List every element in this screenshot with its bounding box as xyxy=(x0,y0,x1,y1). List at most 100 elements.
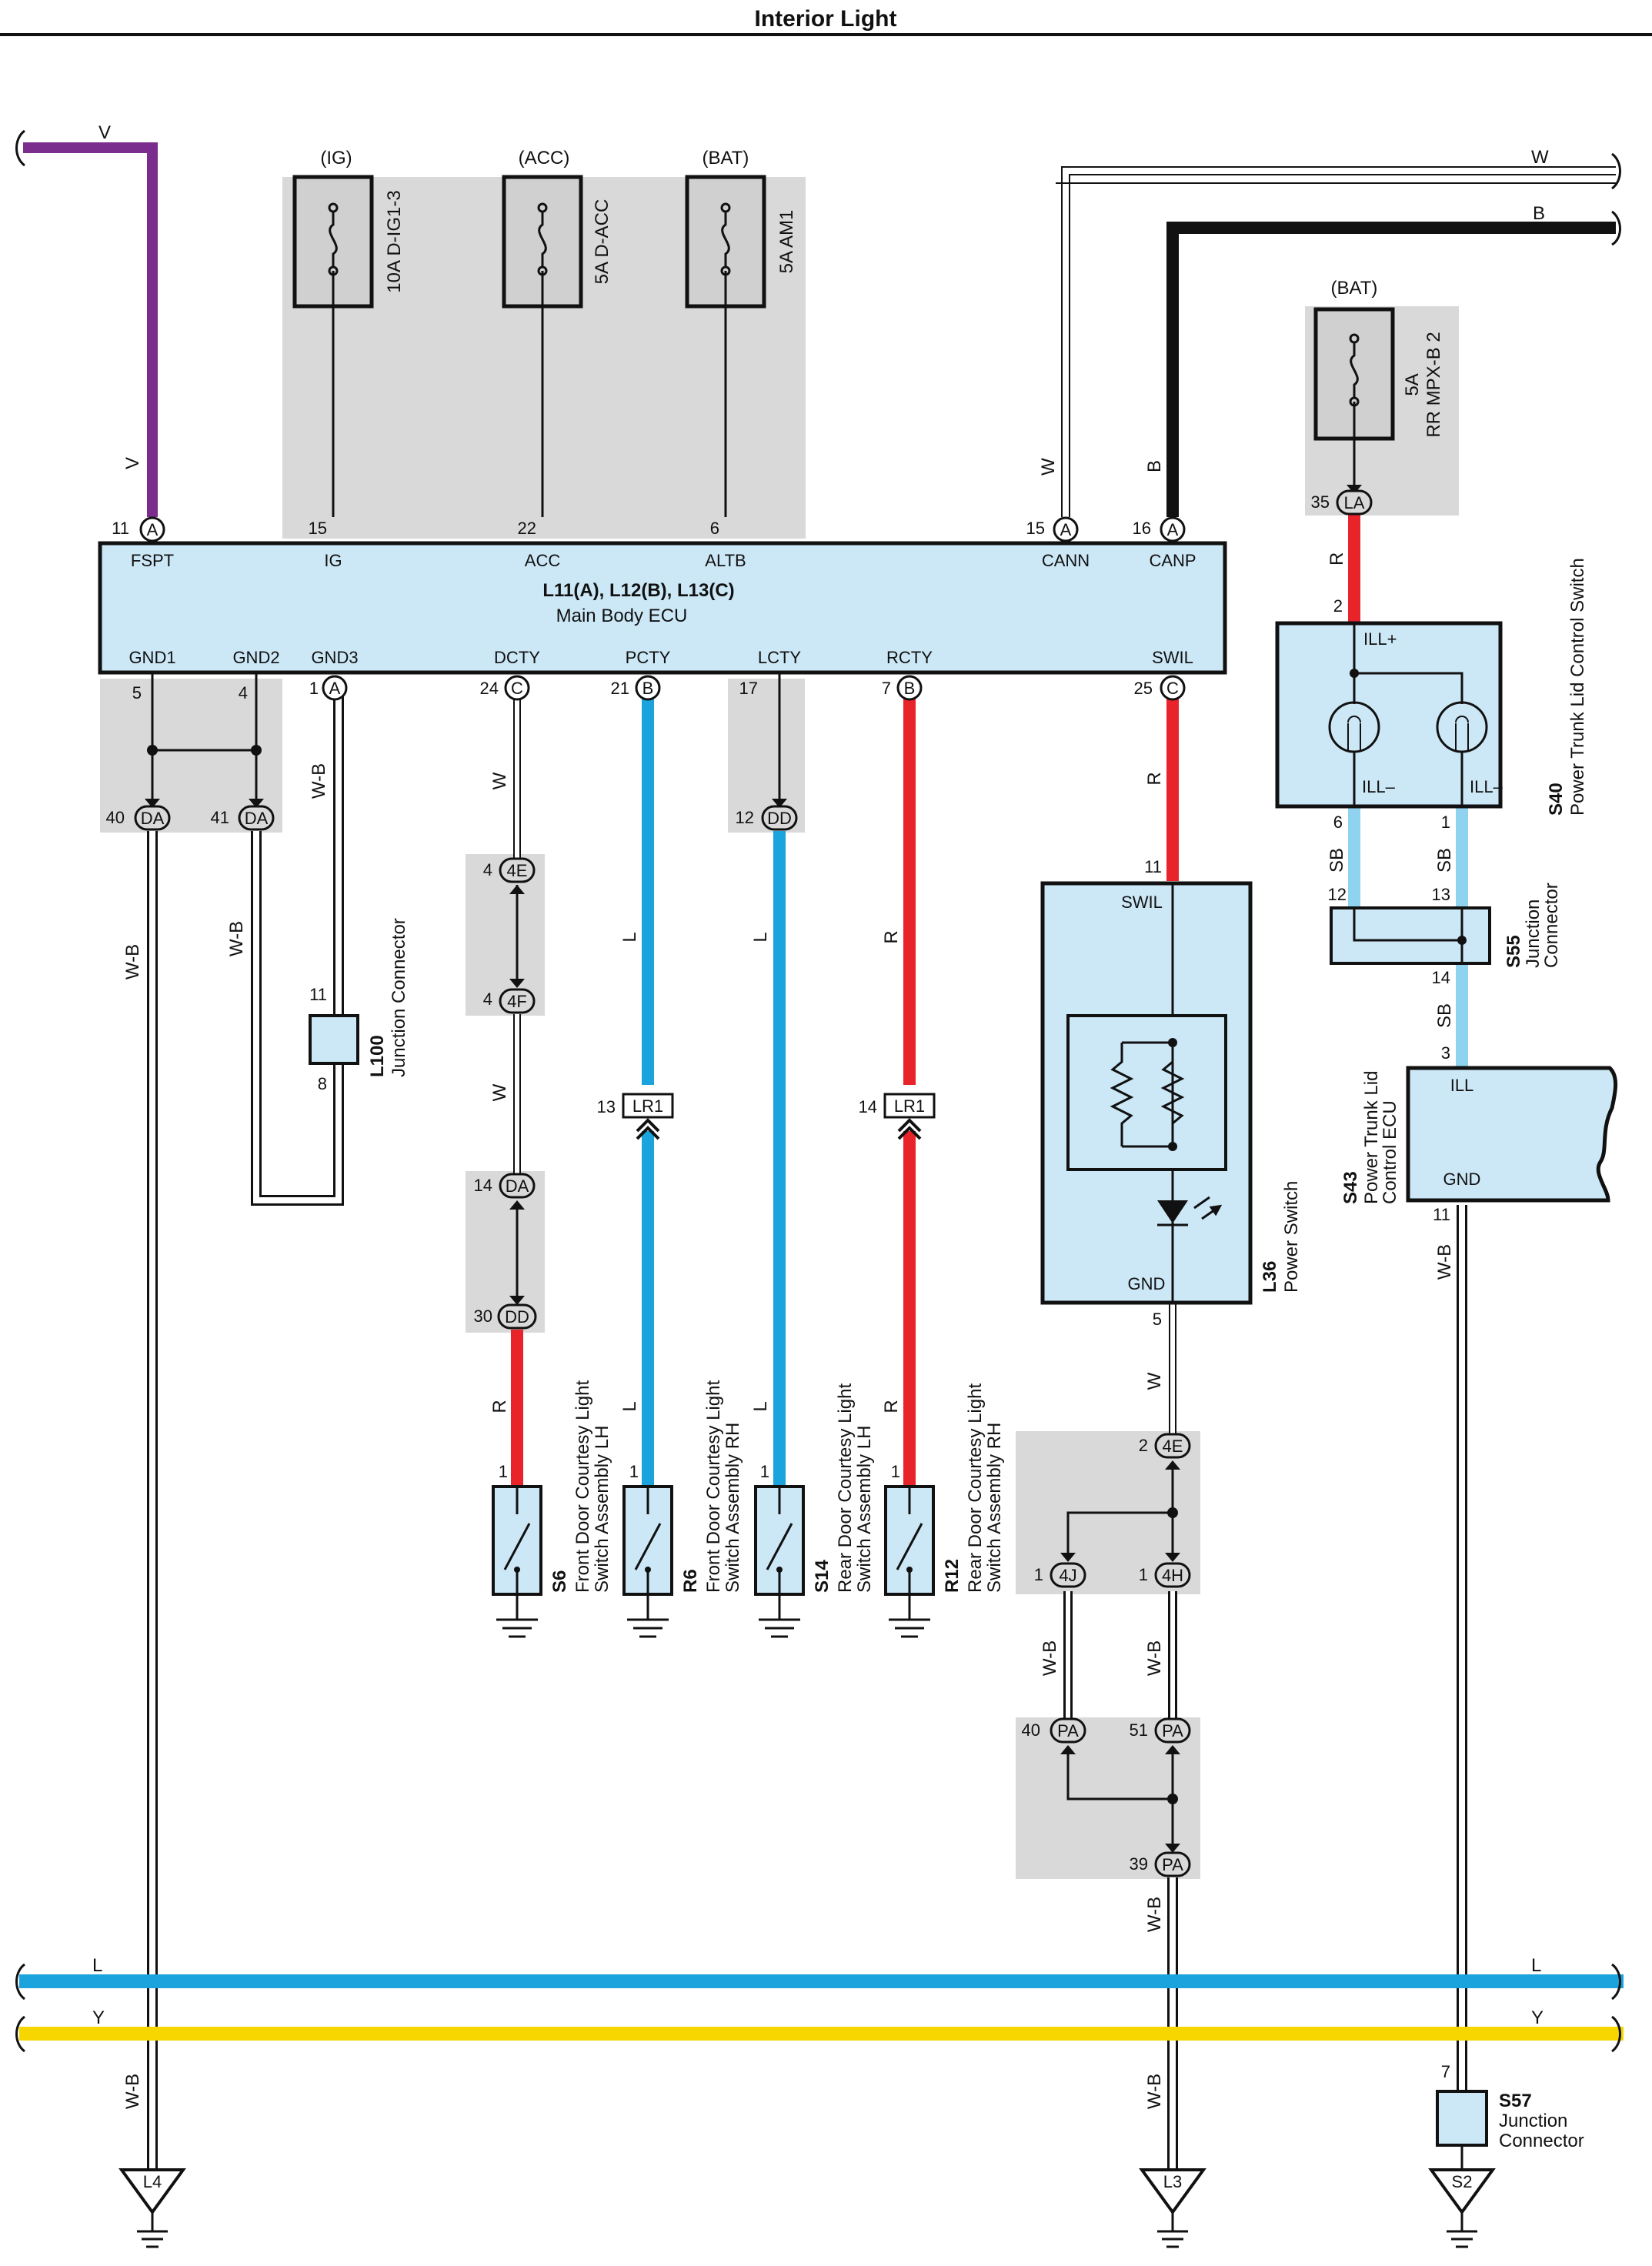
svg-text:4H: 4H xyxy=(1162,1566,1183,1585)
svg-text:R: R xyxy=(881,1400,902,1413)
svg-text:1: 1 xyxy=(499,1462,508,1481)
svg-text:Junction Connector: Junction Connector xyxy=(389,918,409,1077)
connector-4e-2: 2 4E xyxy=(1139,1433,1191,1470)
svg-text:GND2: GND2 xyxy=(232,648,279,667)
svg-text:Y: Y xyxy=(92,2007,105,2028)
svg-text:39: 39 xyxy=(1130,1854,1148,1874)
svg-text:W: W xyxy=(1531,147,1549,168)
svg-text:ACC: ACC xyxy=(525,551,561,570)
svg-text:2: 2 xyxy=(1333,596,1343,616)
svg-text:B: B xyxy=(642,679,654,698)
svg-text:R6: R6 xyxy=(680,1569,701,1593)
l100-junction-connector: 11 8 L100 Junction Connector xyxy=(309,918,409,1093)
connector-dd30: 30 DD xyxy=(474,1296,537,1330)
s57-junction-connector: 7 S57 Junction Connector xyxy=(1436,2062,1584,2151)
connector-lr1-14: 14 LR1 xyxy=(859,1093,936,1140)
svg-text:16: 16 xyxy=(1133,519,1151,538)
svg-text:C: C xyxy=(511,679,523,698)
svg-text:51: 51 xyxy=(1130,1720,1148,1740)
s40-power-trunk-lid-control-switch: 2 ILL+ ILL– ILL– 6 1 S40 Power Trunk Lid… xyxy=(1275,558,1588,832)
svg-text:SWIL: SWIL xyxy=(1152,648,1193,667)
svg-text:Power Switch: Power Switch xyxy=(1281,1181,1302,1293)
connector-4h-1: 1 4H xyxy=(1139,1553,1191,1588)
svg-text:1: 1 xyxy=(1139,1565,1148,1584)
svg-text:Main Body ECU: Main Body ECU xyxy=(556,606,688,626)
connector-4j-1: 1 4J xyxy=(1034,1553,1086,1588)
svg-text:Switch Assembly RH: Switch Assembly RH xyxy=(723,1423,743,1593)
wires xyxy=(19,142,1624,2170)
svg-text:11: 11 xyxy=(112,519,129,538)
svg-text:SB: SB xyxy=(1327,848,1347,873)
svg-text:6: 6 xyxy=(710,519,719,538)
connector-da41: 41 DA xyxy=(211,799,275,831)
svg-text:R: R xyxy=(881,930,902,943)
svg-text:PA: PA xyxy=(1162,1721,1183,1740)
svg-text:S43: S43 xyxy=(1340,1171,1361,1204)
svg-text:1: 1 xyxy=(760,1462,769,1481)
svg-text:V: V xyxy=(98,122,111,143)
fuse-acc: (ACC) 5A D-ACC xyxy=(502,148,612,309)
svg-text:B: B xyxy=(1144,460,1165,472)
svg-text:1: 1 xyxy=(309,679,319,698)
svg-text:C: C xyxy=(1166,679,1179,698)
ground-s2: S2 xyxy=(1428,2168,1496,2248)
svg-text:1: 1 xyxy=(891,1462,900,1481)
s43-power-trunk-lid-control-ecu: 3 ILL GND 11 S43 Power Trunk Lid Control… xyxy=(1340,1043,1617,1224)
svg-text:CANN: CANN xyxy=(1042,551,1090,570)
svg-text:L4: L4 xyxy=(143,2172,162,2191)
svg-text:15: 15 xyxy=(1026,519,1045,538)
svg-text:22: 22 xyxy=(518,519,536,538)
svg-text:L3: L3 xyxy=(1163,2172,1182,2191)
svg-text:(ACC): (ACC) xyxy=(519,148,570,169)
svg-text:SWIL: SWIL xyxy=(1121,893,1163,912)
svg-text:5A D-ACC: 5A D-ACC xyxy=(592,199,612,285)
fuse-ig: (IG) 10A D-IG1-3 xyxy=(292,148,405,309)
svg-text:17: 17 xyxy=(739,679,758,698)
l36-power-switch: 11 SWIL GND 5 L36 Power Switch xyxy=(1040,857,1302,1329)
svg-text:10A D-IG1-3: 10A D-IG1-3 xyxy=(384,190,405,292)
r6-front-door-rh-switch: 1 R6 Front Door Courtesy Light Switch As… xyxy=(622,1380,743,1638)
svg-text:Connector: Connector xyxy=(1541,883,1562,968)
svg-text:1: 1 xyxy=(629,1462,639,1481)
svg-text:4E: 4E xyxy=(507,861,528,880)
svg-text:S55: S55 xyxy=(1503,935,1524,968)
svg-text:L11(A), L12(B), L13(C): L11(A), L12(B), L13(C) xyxy=(542,580,734,601)
svg-text:4: 4 xyxy=(483,860,492,879)
connector-lr1-13: 13 LR1 xyxy=(597,1093,674,1140)
s14-rear-door-lh-switch: 1 S14 Rear Door Courtesy Light Switch As… xyxy=(754,1383,875,1638)
svg-text:DA: DA xyxy=(141,809,165,828)
svg-text:2: 2 xyxy=(1139,1436,1148,1455)
ground-l3: L3 xyxy=(1139,2168,1206,2248)
svg-text:S6: S6 xyxy=(549,1570,570,1593)
svg-text:Power Trunk Lid: Power Trunk Lid xyxy=(1361,1071,1382,1204)
svg-text:R: R xyxy=(1327,552,1347,566)
svg-text:14: 14 xyxy=(1432,968,1450,987)
connector-pa40: 40 PA xyxy=(1022,1717,1086,1754)
svg-text:5: 5 xyxy=(1153,1310,1162,1329)
page-title: Interior Light xyxy=(755,6,897,32)
svg-text:3: 3 xyxy=(1441,1043,1450,1063)
connector-da14: 14 DA xyxy=(474,1173,536,1210)
connector-la35: 35 LA xyxy=(1311,485,1373,516)
svg-text:B: B xyxy=(1533,203,1545,224)
svg-text:4E: 4E xyxy=(1163,1437,1183,1456)
svg-text:7: 7 xyxy=(1441,2062,1450,2081)
svg-text:RR MPX-B 2: RR MPX-B 2 xyxy=(1423,332,1444,437)
ecu-bottom-pins: 5 4 1 A 24 C 21 B 17 7 B 25 C xyxy=(132,675,1186,702)
svg-text:11: 11 xyxy=(309,985,327,1004)
r12-rear-door-rh-switch: 1 R12 Rear Door Courtesy Light Switch As… xyxy=(884,1383,1005,1638)
svg-text:5: 5 xyxy=(132,683,142,702)
connector-da40: 40 DA xyxy=(106,799,171,831)
svg-text:5A: 5A xyxy=(1402,373,1423,395)
svg-text:GND: GND xyxy=(1128,1274,1166,1293)
svg-text:ILL–: ILL– xyxy=(1470,777,1503,796)
svg-text:ILL: ILL xyxy=(1450,1076,1474,1095)
svg-text:4: 4 xyxy=(483,989,492,1009)
svg-text:Front Door Courtesy Light: Front Door Courtesy Light xyxy=(703,1380,724,1593)
svg-text:11: 11 xyxy=(1144,857,1162,876)
svg-text:LR1: LR1 xyxy=(894,1096,925,1116)
svg-text:W: W xyxy=(489,772,510,789)
svg-text:R: R xyxy=(489,1400,510,1413)
svg-text:A: A xyxy=(147,520,159,539)
